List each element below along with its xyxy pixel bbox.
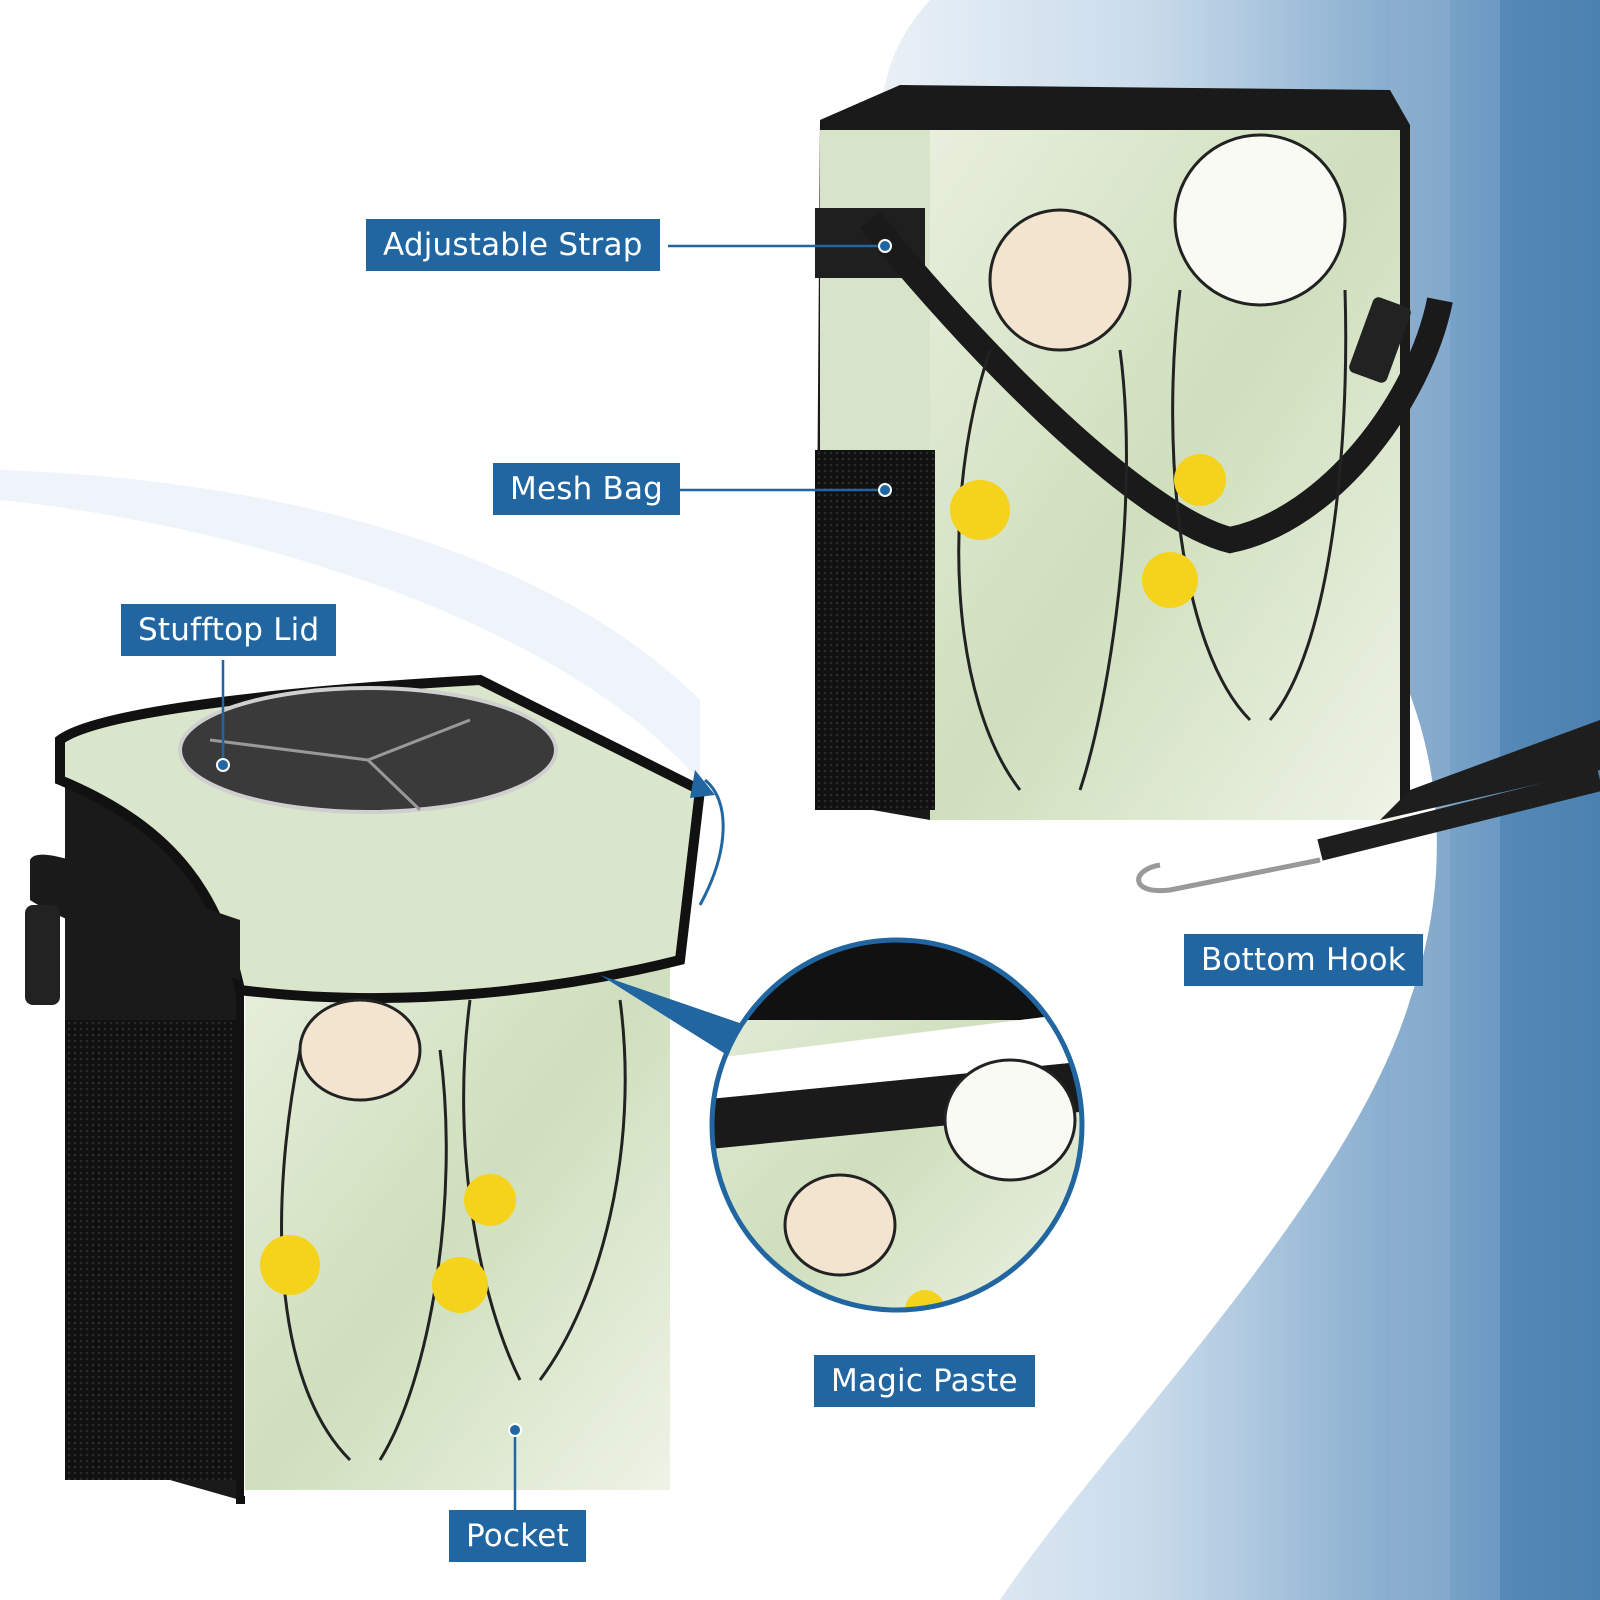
- callout-adjustable-strap: Adjustable Strap: [366, 219, 660, 271]
- callout-magic-paste: Magic Paste: [814, 1355, 1035, 1407]
- callout-mesh-bag: Mesh Bag: [493, 463, 681, 515]
- open-arrow: [698, 778, 725, 906]
- callout-stufftop-lid: Stufftop Lid: [121, 604, 337, 656]
- leader-lines: [216, 239, 892, 1510]
- lid-open-bag: [25, 674, 725, 1504]
- callout-bottom-hook: Bottom Hook: [1184, 934, 1423, 986]
- standing-bag: [815, 85, 1600, 894]
- callout-pocket: Pocket: [449, 1510, 586, 1562]
